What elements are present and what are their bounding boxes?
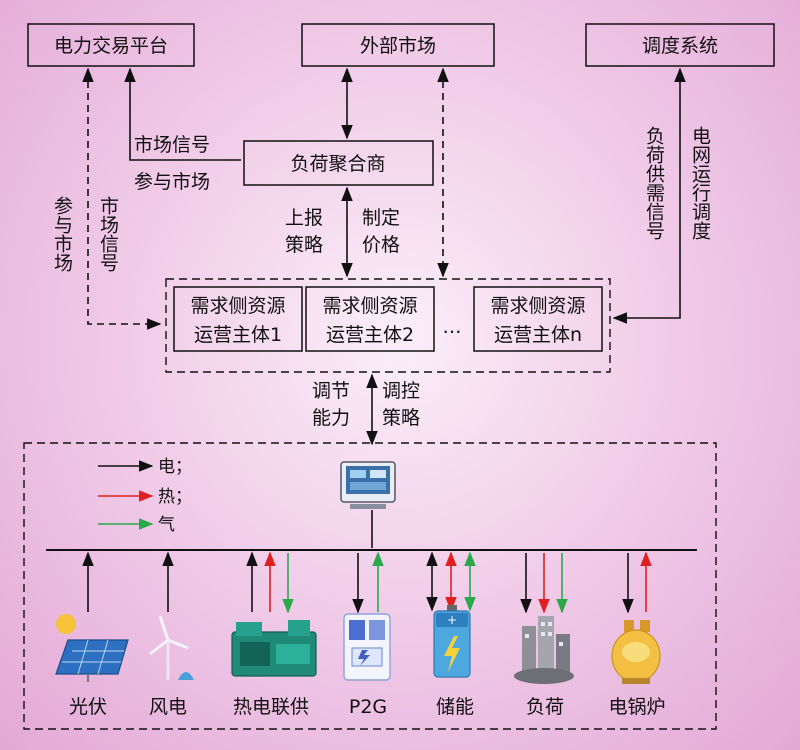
svg-text:运营主体n: 运营主体n (494, 324, 582, 346)
market-signal-top-label: 市场信号 (134, 134, 210, 156)
legend-heat-label: 热； (158, 487, 192, 507)
svg-text:调度系统: 调度系统 (642, 35, 718, 57)
device-label-chp: 热电联供 (233, 696, 309, 718)
external-market-box: 外部市场 (301, 23, 495, 67)
svg-text:电力交易平台: 电力交易平台 (54, 35, 168, 57)
capacity-label-1: 调节 (312, 380, 350, 402)
solar-panel-icon (55, 614, 129, 682)
operators-ellipsis: … (443, 316, 462, 338)
legend-gas-label: 气 (158, 515, 175, 535)
svg-text:+: + (447, 613, 457, 627)
join-market-top-label: 参与市场 (134, 171, 210, 193)
svg-text:运营主体2: 运营主体2 (326, 324, 414, 346)
operators-group (165, 278, 611, 373)
device-flow-arrows (82, 551, 652, 614)
join-market-left-label: 参与市场 (51, 196, 73, 272)
control-terminal-icon (340, 461, 396, 509)
load-supply-signal-label: 负荷供需信号 (643, 126, 665, 240)
electric-boiler-icon (611, 620, 661, 684)
battery-icon: + (433, 605, 471, 678)
report-label-2: 策略 (285, 234, 323, 256)
grid-dispatch-label: 电网运行调度 (689, 126, 711, 240)
p2g-device-icon (343, 613, 391, 681)
svg-text:需求侧资源: 需求侧资源 (190, 295, 285, 317)
control-label-1: 调控 (382, 380, 420, 402)
device-label-wind: 风电 (149, 696, 187, 718)
platform-operator-dashed-line (82, 67, 162, 330)
svg-text:需求侧资源: 需求侧资源 (322, 295, 417, 317)
svg-text:外部市场: 外部市场 (360, 35, 436, 57)
trading-platform-box: 电力交易平台 (27, 23, 195, 67)
legend-electric-label: 电； (158, 457, 192, 477)
wind-turbine-icon (149, 615, 194, 680)
dispatch-system-box: 调度系统 (585, 23, 775, 67)
svg-text:运营主体1: 运营主体1 (194, 324, 282, 346)
report-label-1: 上报 (285, 207, 323, 229)
price-label-1: 制定 (362, 207, 400, 229)
chp-generator-icon (231, 620, 317, 677)
operator-1-box: 需求侧资源 运营主体1 (173, 286, 303, 352)
operator-2-box: 需求侧资源 运营主体2 (305, 286, 435, 352)
device-label-pv: 光伏 (69, 696, 107, 718)
legend: 电； 热； 气 (98, 457, 192, 535)
svg-text:负荷聚合商: 负荷聚合商 (290, 153, 385, 175)
capacity-label-2: 能力 (312, 407, 350, 429)
market-signal-left-label: 市场信号 (97, 196, 119, 272)
device-layer-group (23, 442, 717, 730)
device-label-load: 负荷 (526, 696, 564, 718)
svg-text:需求侧资源: 需求侧资源 (490, 295, 585, 317)
control-label-2: 策略 (382, 407, 420, 429)
city-load-icon (514, 616, 574, 684)
aggregator-box: 负荷聚合商 (243, 140, 434, 186)
device-label-storage: 储能 (436, 696, 474, 718)
device-label-p2g: P2G (349, 696, 387, 718)
price-label-2: 价格 (362, 234, 400, 256)
operator-n-box: 需求侧资源 运营主体n (473, 286, 603, 352)
device-label-boiler: 电锅炉 (608, 696, 665, 718)
dispatch-operator-line (612, 67, 686, 324)
